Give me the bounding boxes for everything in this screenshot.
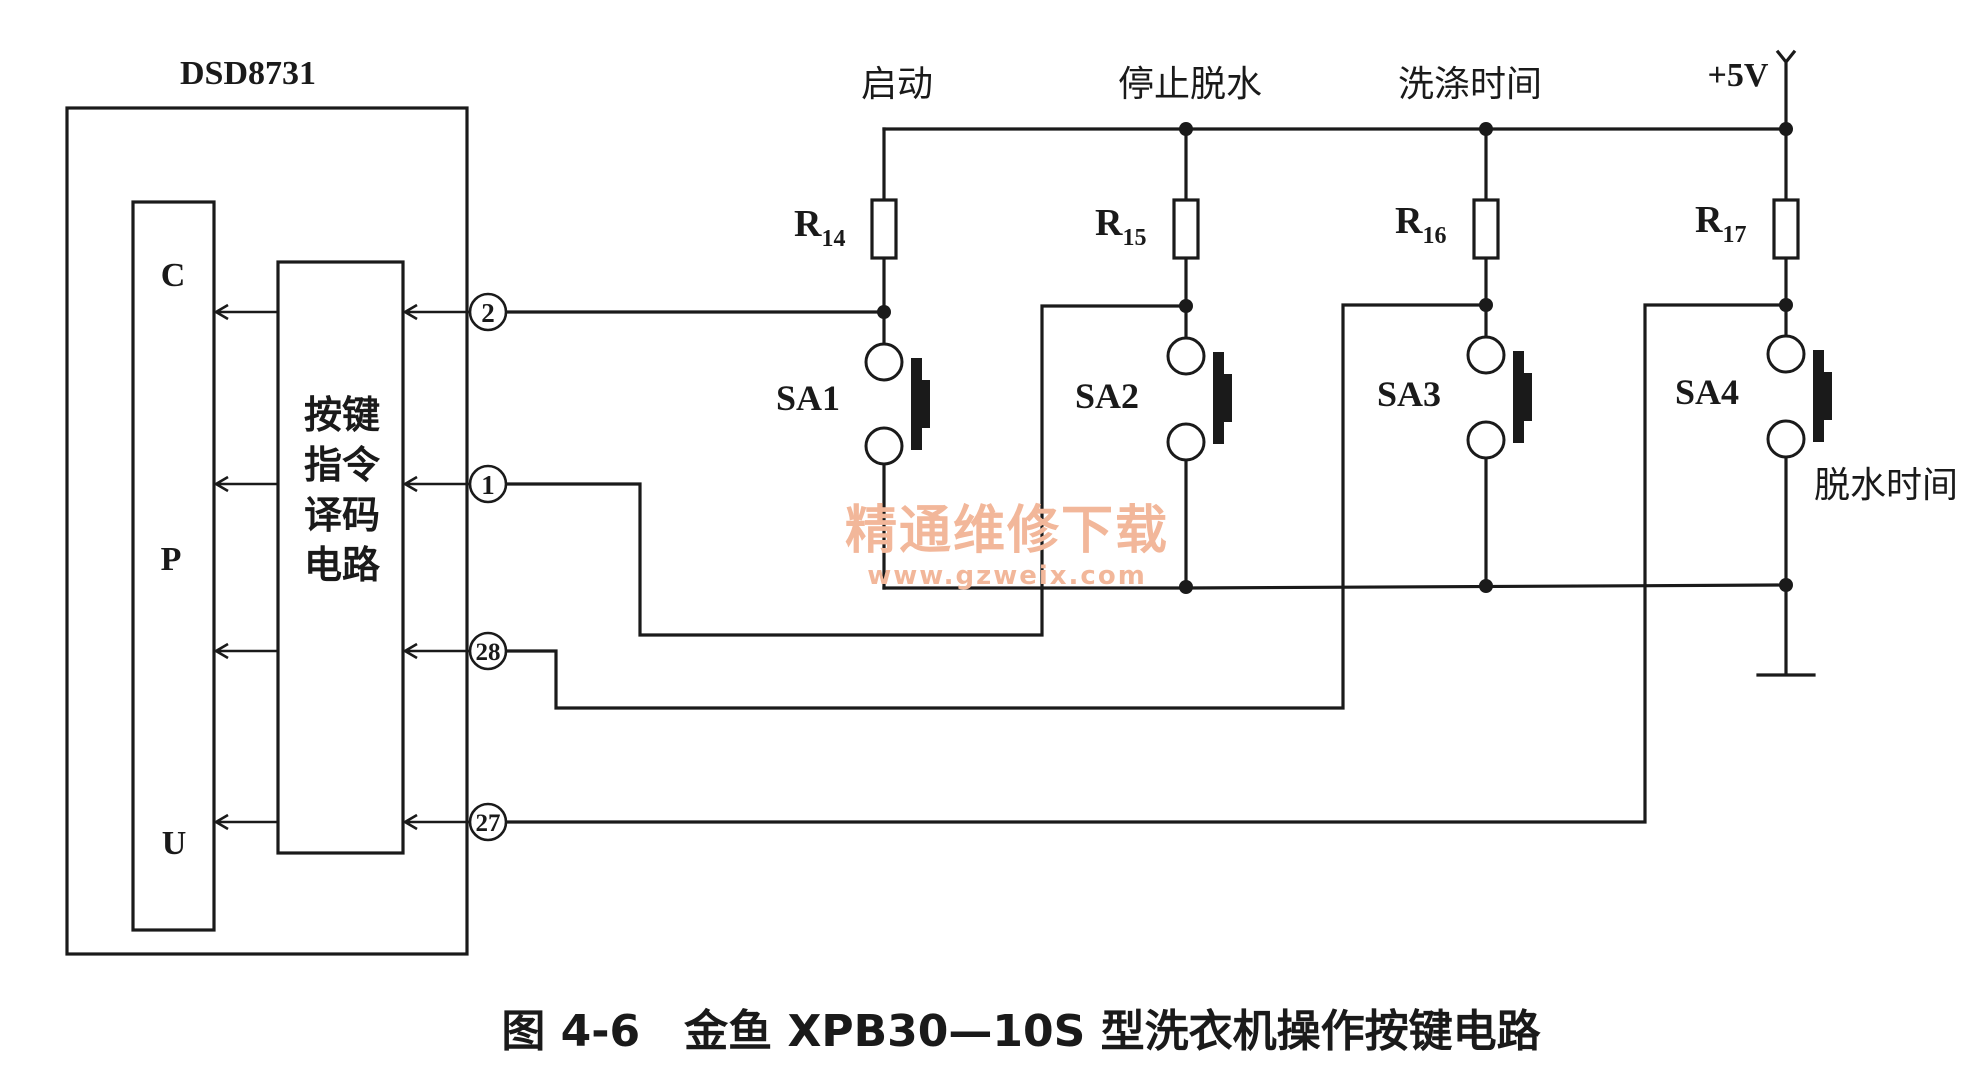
switch-sa1 — [864, 310, 930, 590]
decoder-line-2: 指令 — [304, 443, 381, 487]
pin-2 — [468, 292, 508, 332]
pin-27 — [468, 802, 508, 842]
cpu-letters: C P U — [161, 257, 187, 862]
pin-27-label: 27 — [476, 810, 501, 837]
pin-2-label: 2 — [481, 298, 495, 328]
watermark-line-1: 精通维修下载 — [845, 501, 1169, 561]
label-wash-time: 洗涤时间 — [1398, 64, 1542, 105]
wire-pin27-sa4 — [504, 303, 1788, 824]
decoder-label: 按键 指令 译码 电路 — [304, 393, 381, 587]
label-start: 启动 — [861, 64, 933, 105]
decoder-block — [276, 260, 405, 855]
junction-dots — [877, 122, 1793, 594]
resistor-label-r15: R15 — [1095, 202, 1146, 251]
chip-label: DSD8731 — [180, 55, 316, 92]
resistor-r17 — [1772, 198, 1800, 260]
pin-28 — [468, 631, 508, 671]
resistor-r14 — [870, 198, 898, 260]
resistor-label-r16: R16 — [1395, 200, 1446, 249]
cpu-block — [131, 200, 216, 932]
cpu-letter-u: U — [162, 825, 187, 862]
switch-sa3 — [1466, 303, 1532, 587]
decoder-line-4: 电路 — [304, 543, 381, 587]
switch-label-sa1: SA1 — [776, 378, 840, 418]
switch-label-sa4: SA4 — [1675, 372, 1739, 412]
switch-sa4 — [1766, 303, 1832, 587]
wire-pin28-sa3 — [504, 303, 1488, 710]
switch-labels: SA1 SA2 SA3 SA4 — [776, 372, 1739, 418]
cpu-letter-p: P — [161, 541, 182, 578]
supply-terminal — [1775, 49, 1797, 131]
supply-label: +5V — [1708, 57, 1769, 94]
decoder-to-cpu-arrows — [213, 303, 278, 831]
pin-to-decoder-arrows — [402, 303, 470, 831]
chip-outline — [65, 106, 469, 956]
switch-sa2 — [1166, 304, 1232, 587]
figure-caption: 图 4-6 金鱼 XPB30—10S 型洗衣机操作按键电路 — [501, 1006, 1541, 1057]
decoder-line-3: 译码 — [304, 493, 380, 537]
resistor-label-r14: R14 — [794, 203, 845, 252]
resistor-r16 — [1472, 198, 1500, 260]
pin-markers: 2 1 28 27 — [468, 292, 508, 842]
cpu-letter-c: C — [161, 257, 186, 294]
label-spin-time: 脱水时间 — [1814, 465, 1958, 506]
pin-1-label: 1 — [481, 470, 495, 500]
wire-pin1-sa2 — [504, 304, 1188, 637]
switch-label-sa3: SA3 — [1377, 374, 1441, 414]
decoder-line-1: 按键 — [304, 393, 380, 437]
resistor-r15 — [1172, 198, 1200, 260]
ground-symbol — [1756, 583, 1816, 677]
label-stop-spin: 停止脱水 — [1118, 64, 1262, 105]
pin-1 — [468, 464, 508, 504]
resistor-labels: R14 R15 R16 R17 — [794, 199, 1746, 252]
resistor-label-r17: R17 — [1695, 199, 1746, 248]
watermark: 精通维修下载 www.gzweix.com — [845, 501, 1169, 591]
pin-28-label: 28 — [476, 639, 501, 666]
switch-label-sa2: SA2 — [1075, 376, 1139, 416]
watermark-line-2: www.gzweix.com — [867, 561, 1147, 591]
